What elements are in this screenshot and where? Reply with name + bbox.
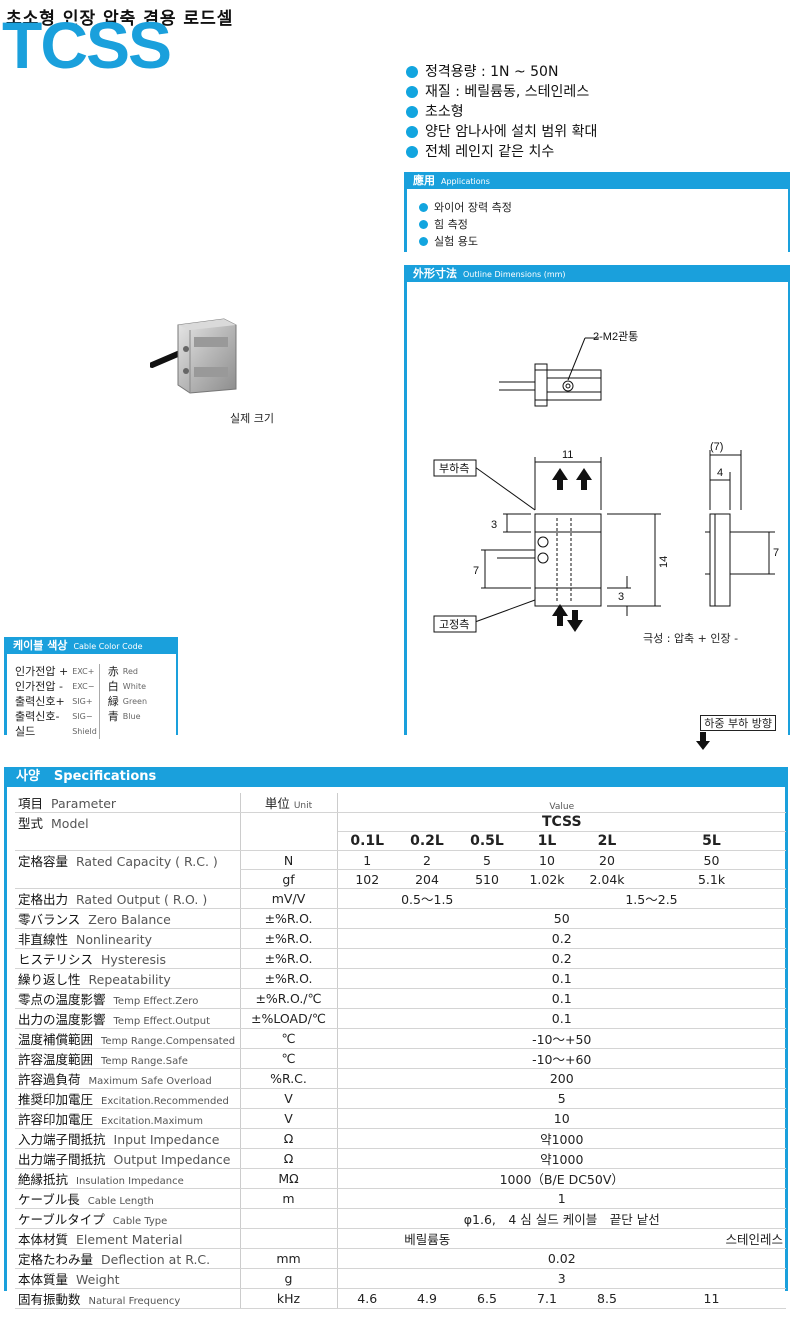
feature-item: 양단 암나사에 설치 범위 확대 xyxy=(406,122,597,142)
dim-3-top: 3 xyxy=(491,519,497,531)
outline-drawing: 2-M2관통 부하측 고정측 11 14 3 3 7 (7) 4 7 xyxy=(433,330,779,633)
dim-height: 14 xyxy=(658,556,670,568)
dim-7-left: 7 xyxy=(473,565,479,577)
feature-item: 초소형 xyxy=(406,102,597,122)
feature-item: 정격용량 : 1N ~ 50N xyxy=(406,62,597,82)
feature-item: 전체 레인지 같은 치수 xyxy=(406,142,597,162)
bullet-icon xyxy=(419,220,428,229)
bullet-icon xyxy=(406,106,418,118)
table-row: 0.1L 0.2L 0.5L 1L 2L 5L xyxy=(15,831,786,851)
load-direction: 하중 부하 방향 xyxy=(696,715,776,750)
down-arrow-icon xyxy=(696,732,711,750)
model-title: TCSS xyxy=(2,8,172,82)
table-row: gf 102 204 510 1.02k 2.04k 5.1k xyxy=(15,869,786,889)
dim-width: 11 xyxy=(562,449,573,461)
bullet-icon xyxy=(419,203,428,212)
product-photo xyxy=(150,318,237,394)
bullet-icon xyxy=(419,237,428,246)
fixed-side-label: 고정측 xyxy=(439,618,469,631)
dim-7-right: 7 xyxy=(773,547,779,559)
dim-side-inner: 4 xyxy=(717,467,723,479)
bullet-icon xyxy=(406,86,418,98)
bullet-icon xyxy=(406,66,418,78)
load-direction-label: 하중 부하 방향 xyxy=(700,715,776,731)
dim-side-outer: (7) xyxy=(710,441,723,453)
application-item: 실험 용도 xyxy=(419,233,788,250)
load-side-label: 부하측 xyxy=(439,461,469,475)
feature-list: 정격용량 : 1N ~ 50N 재질 : 베릴륨동, 스테인레스 초소형 양단 … xyxy=(406,62,597,162)
thread-label: 2-M2관통 xyxy=(593,330,638,343)
page-subtitle: 초소형 인장 압축 겸용 로드셀 xyxy=(6,9,234,29)
bullet-icon xyxy=(406,146,418,158)
bullet-icon xyxy=(406,126,418,138)
application-item: 와이어 장력 측정 xyxy=(419,199,788,216)
dim-3-bottom: 3 xyxy=(618,591,624,603)
photo-caption: 실제 크기 xyxy=(230,412,274,425)
feature-item: 재질 : 베릴륨동, 스테인레스 xyxy=(406,82,597,102)
polarity-note: 극성 : 압축 + 인장 - xyxy=(643,632,739,645)
application-item: 힘 측정 xyxy=(419,216,788,233)
